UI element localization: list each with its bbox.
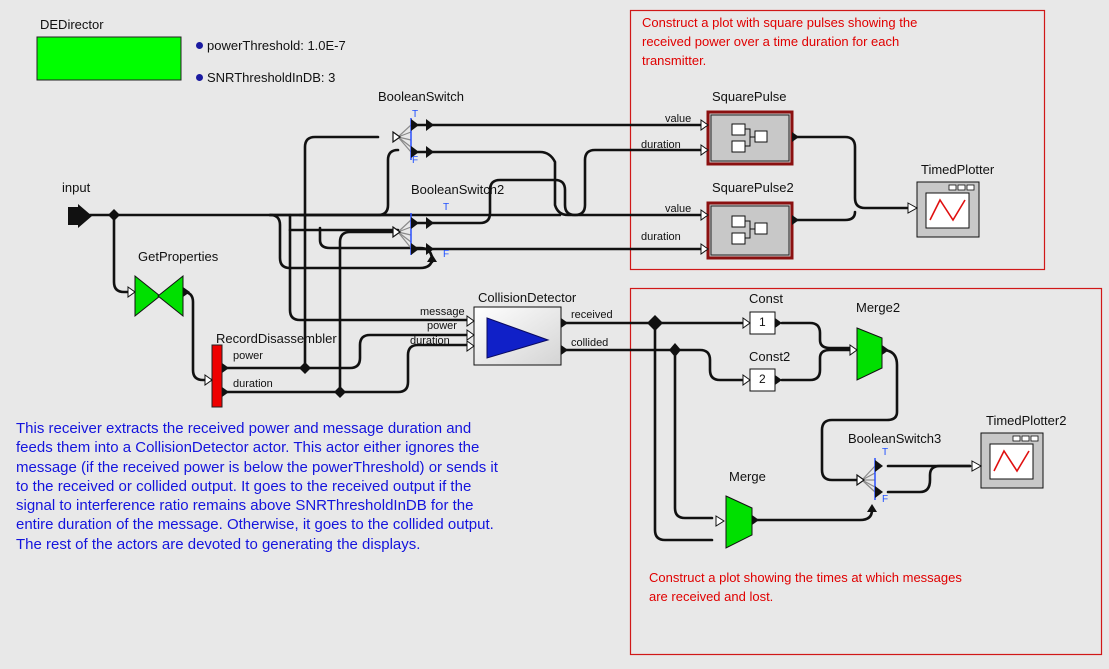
collision-detector-label: CollisionDetector: [478, 290, 577, 305]
boolean-switch2-true-label: T: [443, 202, 450, 213]
const-value: 1: [759, 315, 766, 329]
param-dot-icon: [196, 42, 203, 50]
const-actor[interactable]: [742, 311, 782, 335]
get-properties-label: GetProperties: [138, 249, 219, 264]
param-snr-threshold[interactable]: SNRThresholdInDB: 3: [196, 70, 335, 85]
square-pulse-actor[interactable]: [700, 110, 799, 166]
director-block[interactable]: [36, 36, 182, 81]
param-power-threshold[interactable]: powerThreshold: 1.0E-7: [196, 38, 346, 53]
timed-plotter-actor[interactable]: [907, 181, 980, 238]
annotation-top-text: Construct a plot with square pulses show…: [642, 15, 918, 68]
boolean-switch2-label: BooleanSwitch2: [411, 182, 505, 197]
sp-value-port-label: value: [665, 113, 692, 125]
input-label: input: [62, 180, 91, 195]
boolean-switch2-false-label: F: [443, 249, 450, 260]
sp-duration-port-label: duration: [641, 139, 681, 151]
const2-actor[interactable]: [742, 368, 782, 392]
param-dot-icon: [196, 74, 203, 82]
square-pulse2-label: SquarePulse2: [712, 180, 794, 195]
cd-received-port-label: received: [571, 309, 613, 321]
annotation-box-bottom: [629, 287, 1103, 656]
annotation-box-top: [629, 9, 1046, 271]
rd-power-port-label: power: [233, 350, 263, 362]
timed-plotter2-actor[interactable]: [971, 432, 1044, 489]
cd-duration-port-label: duration: [410, 335, 450, 347]
param-power-threshold-label: powerThreshold: 1.0E-7: [207, 38, 346, 53]
boolean-switch-label: BooleanSwitch: [378, 89, 464, 104]
annotation-description: This receiver extracts the received powe…: [16, 420, 498, 553]
cd-message-port-label: message: [420, 306, 465, 318]
boolean-switch3-false-label: F: [882, 494, 889, 505]
collision-detector-actor[interactable]: [466, 306, 568, 366]
relation-diamonds: [108, 209, 681, 398]
director-label: DEDirector: [40, 17, 104, 32]
merge2-actor[interactable]: [849, 327, 889, 381]
boolean-switch3-true-label: T: [882, 447, 889, 458]
input-port[interactable]: [68, 204, 92, 228]
wire-arrowheads: [426, 119, 434, 255]
const-label: Const: [749, 291, 783, 306]
cd-power-port-label: power: [427, 320, 457, 332]
get-properties-actor[interactable]: [127, 274, 190, 318]
sp2-duration-port-label: duration: [641, 231, 681, 243]
merge-actor[interactable]: [715, 495, 759, 549]
merge2-label: Merge2: [856, 300, 901, 315]
record-disassembler-label: RecordDisassembler: [216, 331, 337, 346]
boolean-switch-false-label: F: [412, 155, 419, 166]
boolean-switch-actor[interactable]: [392, 118, 419, 160]
const2-value: 2: [759, 372, 766, 386]
square-pulse2-actor[interactable]: [700, 201, 799, 260]
record-disassembler-actor[interactable]: [204, 344, 229, 408]
timed-plotter2-label: TimedPlotter2: [986, 413, 1067, 428]
param-snr-threshold-label: SNRThresholdInDB: 3: [207, 70, 336, 85]
boolean-switch-true-label: T: [412, 109, 419, 120]
sp2-value-port-label: value: [665, 203, 692, 215]
boolean-switch3-actor[interactable]: [856, 458, 883, 512]
timed-plotter-label: TimedPlotter: [921, 162, 995, 177]
const2-label: Const2: [749, 349, 791, 364]
annotation-bottom-text: Construct a plot showing the times at wh…: [649, 570, 962, 604]
square-pulse-label: SquarePulse: [712, 89, 787, 104]
boolean-switch3-label: BooleanSwitch3: [848, 431, 942, 446]
boolean-switch2-actor[interactable]: [392, 213, 437, 262]
cd-collided-port-label: collided: [571, 337, 609, 349]
merge-label: Merge: [729, 469, 766, 484]
rd-duration-port-label: duration: [233, 378, 273, 390]
